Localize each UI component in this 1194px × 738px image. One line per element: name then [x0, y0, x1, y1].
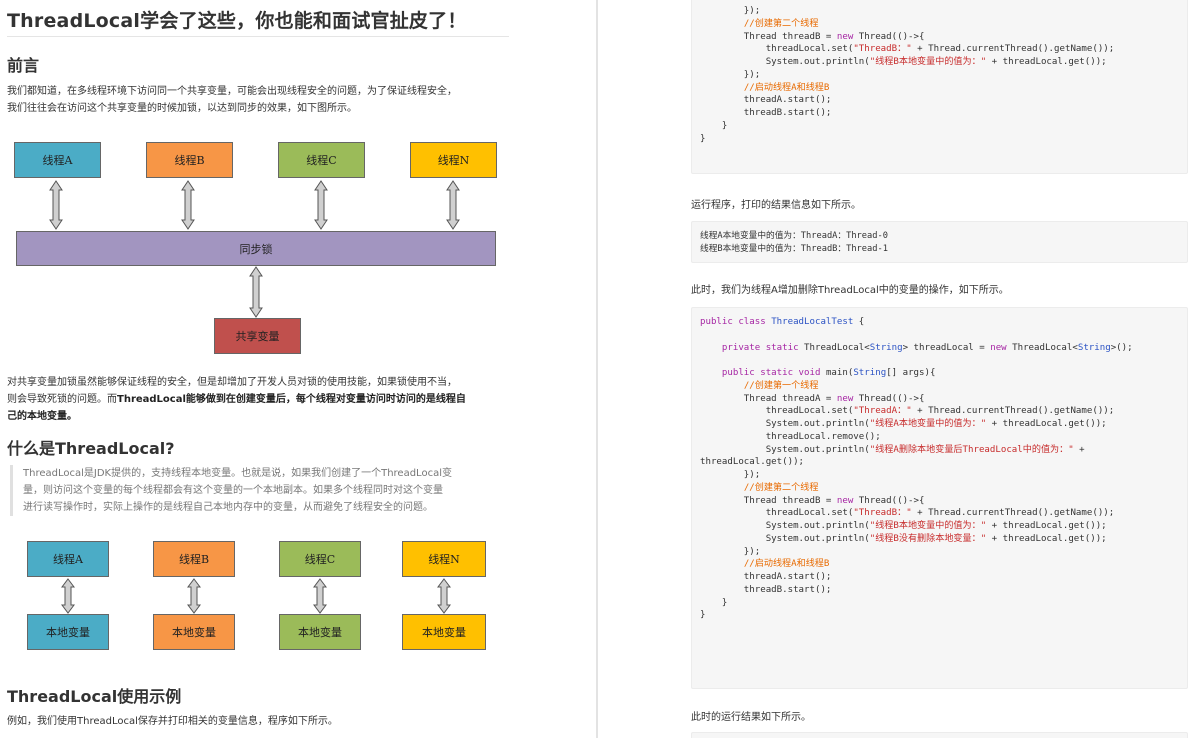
diagram2-thread-n-box: 线程N — [402, 541, 486, 577]
blockquote-line: ThreadLocal是JDK提供的，支持线程本地变量。也就是说，如果我们创建了… — [23, 468, 452, 479]
bold-text: ThreadLocal能够做到在创建变量后，每个线程对变量访问时访问的是线程自 — [117, 394, 466, 405]
code-line: threadLocal.remove(); — [700, 431, 881, 442]
section-heading-what-is-threadlocal: 什么是ThreadLocal? — [7, 439, 175, 458]
right-article-page: }); //创建第二个线程 Thread threadB = new Threa… — [598, 0, 1194, 738]
double-arrow-icon — [181, 180, 195, 230]
double-arrow-icon — [313, 578, 327, 614]
code-line: System.out.println("线程B本地变量中的值为：" + thre… — [700, 521, 1107, 531]
definition-blockquote: ThreadLocal是JDK提供的，支持线程本地变量。也就是说，如果我们创建了… — [10, 465, 507, 516]
diagram2-thread-c-box: 线程C — [279, 541, 361, 577]
double-arrow-icon — [249, 266, 263, 318]
code-line: }); — [700, 546, 761, 557]
code-line: System.out.println("线程A本地变量中的值为：" + thre… — [700, 419, 1107, 429]
left-article-page: ThreadLocal学会了这些，你也能和面试官扯皮了！ 前言 我们都知道，在多… — [0, 0, 596, 738]
code-line: threadB.start(); — [700, 108, 832, 118]
diagram1-thread-a-box: 线程A — [14, 142, 101, 178]
diagram2-local-var-c-box: 本地变量 — [279, 614, 361, 650]
code-line: //创建第一个线程 — [743, 380, 819, 391]
code-line: threadB.start(); — [700, 584, 832, 595]
code-line: } — [700, 597, 728, 608]
diagram1-thread-n-box: 线程N — [410, 142, 497, 178]
double-arrow-icon — [437, 578, 451, 614]
code-line: threadLocal.set("ThreadA：" + Thread.curr… — [700, 406, 1115, 417]
code-line: //创建第二个线程 — [743, 18, 819, 29]
code-line: System.out.println("线程B没有删除本地变量：" + thre… — [700, 533, 1107, 544]
bold-text: 己的本地变量。 — [7, 411, 77, 422]
code-line: } — [700, 133, 706, 144]
diagram2-local-var-a-box: 本地变量 — [27, 614, 109, 650]
diagram2-thread-a-box: 线程A — [27, 541, 109, 577]
article-title: ThreadLocal学会了这些，你也能和面试官扯皮了！ — [7, 10, 467, 32]
paragraph-lock-drawback: 对共享变量加锁虽然能够保证线程的安全，但是却增加了开发人员对锁的使用技能，如果锁… — [7, 374, 507, 425]
double-arrow-icon — [314, 180, 328, 230]
code-line: public class ThreadLocalTest { — [700, 317, 865, 327]
section-heading-example: ThreadLocal使用示例 — [7, 687, 182, 706]
code-line: //启动线程A和线程B — [743, 82, 830, 93]
diagram2-local-var-n-box: 本地变量 — [402, 614, 486, 650]
diagram1-thread-c-box: 线程C — [278, 142, 365, 178]
paragraph-intro-line: 我们往往会在访问这个共享变量的时候加锁，以达到同步的效果，如下图所示。 — [7, 103, 357, 114]
code-line: public static void main(String[] args){ — [721, 368, 936, 378]
plain-text: 则会导致死锁的问题。而 — [7, 394, 117, 405]
code-line: threadLocal.set("ThreadB：" + Thread.curr… — [700, 44, 1115, 55]
output-line: 线程B本地变量中的值为：ThreadB：Thread-1 — [700, 244, 888, 254]
paragraph-lock-drawback-line: 己的本地变量。 — [7, 408, 507, 425]
code-block-remove-example: public class ThreadLocalTest { private s… — [691, 307, 1188, 689]
code-line: threadA.start(); — [700, 95, 832, 106]
output-block-2 — [691, 732, 1188, 738]
code-line: Thread threadA = new Thread(()->{ — [700, 393, 925, 404]
double-arrow-icon — [446, 180, 460, 230]
paragraph-run-program: 运行程序，打印的结果信息如下所示。 — [691, 200, 861, 211]
code-line: threadLocal.set("ThreadB：" + Thread.curr… — [700, 508, 1115, 519]
code-line: }); — [700, 470, 761, 480]
diagram2-thread-b-box: 线程B — [153, 541, 235, 577]
paragraph-lock-drawback-line: 则会导致死锁的问题。而ThreadLocal能够做到在创建变量后，每个线程对变量… — [7, 391, 507, 408]
section-heading-preface: 前言 — [7, 56, 40, 75]
code-line: } — [700, 610, 706, 621]
code-line: }); — [700, 6, 761, 16]
shared-variable-box: 共享变量 — [214, 318, 301, 354]
code-line: //启动线程A和线程B — [743, 559, 830, 570]
code-block-continued: }); //创建第二个线程 Thread threadB = new Threa… — [691, 0, 1188, 174]
paragraph-example-intro: 例如，我们使用ThreadLocal保存并打印相关的变量信息，程序如下所示。 — [7, 716, 338, 727]
code-line: System.out.println("线程B本地变量中的值为：" + thre… — [700, 57, 1107, 67]
title-divider — [7, 36, 509, 37]
code-line: //创建第二个线程 — [743, 482, 819, 493]
diagram1-thread-b-box: 线程B — [146, 142, 233, 178]
code-line: Thread threadB = new Thread(()->{ — [700, 495, 925, 506]
code-line: } — [700, 120, 728, 131]
output-line: 线程A本地变量中的值为：ThreadA：Thread-0 — [700, 231, 888, 241]
output-block-1: 线程A本地变量中的值为：ThreadA：Thread-0 线程B本地变量中的值为：… — [691, 221, 1188, 263]
sync-lock-box: 同步锁 — [16, 231, 496, 266]
double-arrow-icon — [61, 578, 75, 614]
paragraph-lock-drawback-line: 对共享变量加锁虽然能够保证线程的安全，但是却增加了开发人员对锁的使用技能，如果锁… — [7, 377, 457, 388]
code-line: System.out.println("线程A删除本地变量后ThreadLoca… — [700, 444, 1085, 455]
code-line: }); — [700, 69, 761, 80]
paragraph-add-remove: 此时，我们为线程A增加删除ThreadLocal中的变量的操作，如下所示。 — [691, 285, 1009, 296]
double-arrow-icon — [49, 180, 63, 230]
code-line: private static ThreadLocal<String> threa… — [721, 342, 1133, 353]
diagram2-local-var-b-box: 本地变量 — [153, 614, 235, 650]
blockquote-line: 进行读写操作时，实际上操作的是线程自己本地内存中的变量，从而避免了线程安全的问题… — [23, 502, 433, 513]
blockquote-line: 量，则访问这个变量的每个线程都会有这个变量的一个本地副本。如果多个线程同时对这个… — [23, 485, 443, 496]
paragraph-intro: 我们都知道，在多线程环境下访问同一个共享变量，可能会出现线程安全的问题，为了保证… — [7, 83, 507, 117]
paragraph-intro-line: 我们都知道，在多线程环境下访问同一个共享变量，可能会出现线程安全的问题，为了保证… — [7, 86, 457, 97]
code-line: Thread threadB = new Thread(()->{ — [700, 31, 925, 42]
paragraph-result: 此时的运行结果如下所示。 — [691, 712, 811, 723]
code-line: threadA.start(); — [700, 572, 832, 582]
page-gutter — [596, 0, 598, 738]
code-line: threadLocal.get()); — [700, 457, 805, 468]
double-arrow-icon — [187, 578, 201, 614]
